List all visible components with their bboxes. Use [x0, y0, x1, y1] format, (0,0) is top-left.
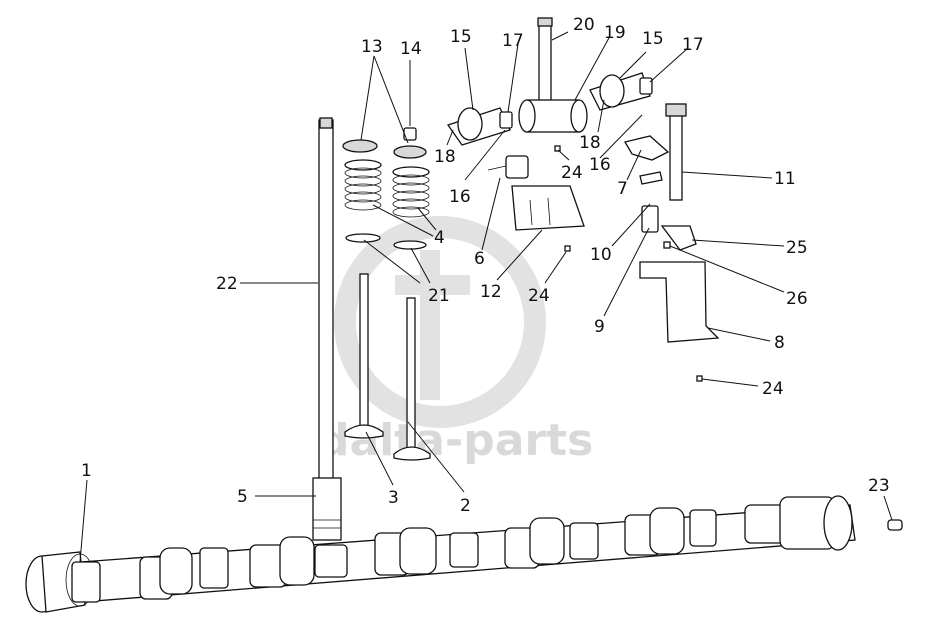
- callout-16-right: 16: [589, 155, 611, 175]
- callout-1: 1: [81, 461, 92, 481]
- support-bracket: [554, 145, 903, 531]
- callout-21: 21: [428, 286, 450, 306]
- callout-19: 19: [604, 23, 626, 43]
- valve-springs: [344, 159, 430, 218]
- callout-22: 22: [216, 274, 238, 294]
- watermark: dalta-parts: [318, 216, 593, 466]
- rocker-bracket: [487, 155, 585, 231]
- callout-18-right: 18: [579, 133, 601, 153]
- push-rod-and-tappet: [312, 117, 342, 541]
- callout-24-bottom: 24: [762, 379, 784, 399]
- callout-2: 2: [460, 496, 471, 516]
- camshaft: [25, 495, 856, 613]
- callout-18-left: 18: [434, 147, 456, 167]
- callout-6: 6: [474, 249, 485, 269]
- callout-15-right: 15: [642, 29, 664, 49]
- callout-26: 26: [786, 289, 808, 309]
- callout-7: 7: [617, 179, 628, 199]
- callout-11: 11: [774, 169, 796, 189]
- callout-17-right: 17: [682, 35, 704, 55]
- callout-23: 23: [868, 476, 890, 496]
- valves: [344, 273, 431, 461]
- rocker-shaft: [518, 17, 588, 133]
- callout-10: 10: [590, 245, 612, 265]
- rocker-arms: [446, 72, 653, 146]
- callout-numbers: 1 2 3 4 5 6 7 8 9 10 11 12 13 14 15 15 1…: [81, 15, 890, 516]
- leader-lines: [79, 31, 893, 563]
- callout-14: 14: [400, 39, 422, 59]
- callout-12: 12: [480, 282, 502, 302]
- callout-24-mid: 24: [528, 286, 550, 306]
- callout-20: 20: [573, 15, 595, 35]
- callout-8: 8: [774, 333, 785, 353]
- watermark-text: dalta-parts: [318, 415, 593, 466]
- callout-9: 9: [594, 317, 605, 337]
- callout-16-left: 16: [449, 187, 471, 207]
- callout-24-top: 24: [561, 163, 583, 183]
- adjusting-parts: [623, 103, 687, 233]
- callout-13: 13: [361, 37, 383, 57]
- callout-15-left: 15: [450, 27, 472, 47]
- callout-5: 5: [237, 487, 248, 507]
- callout-4: 4: [434, 228, 445, 248]
- callout-17-left: 17: [502, 31, 524, 51]
- callout-25: 25: [786, 238, 808, 258]
- callout-3: 3: [388, 488, 399, 508]
